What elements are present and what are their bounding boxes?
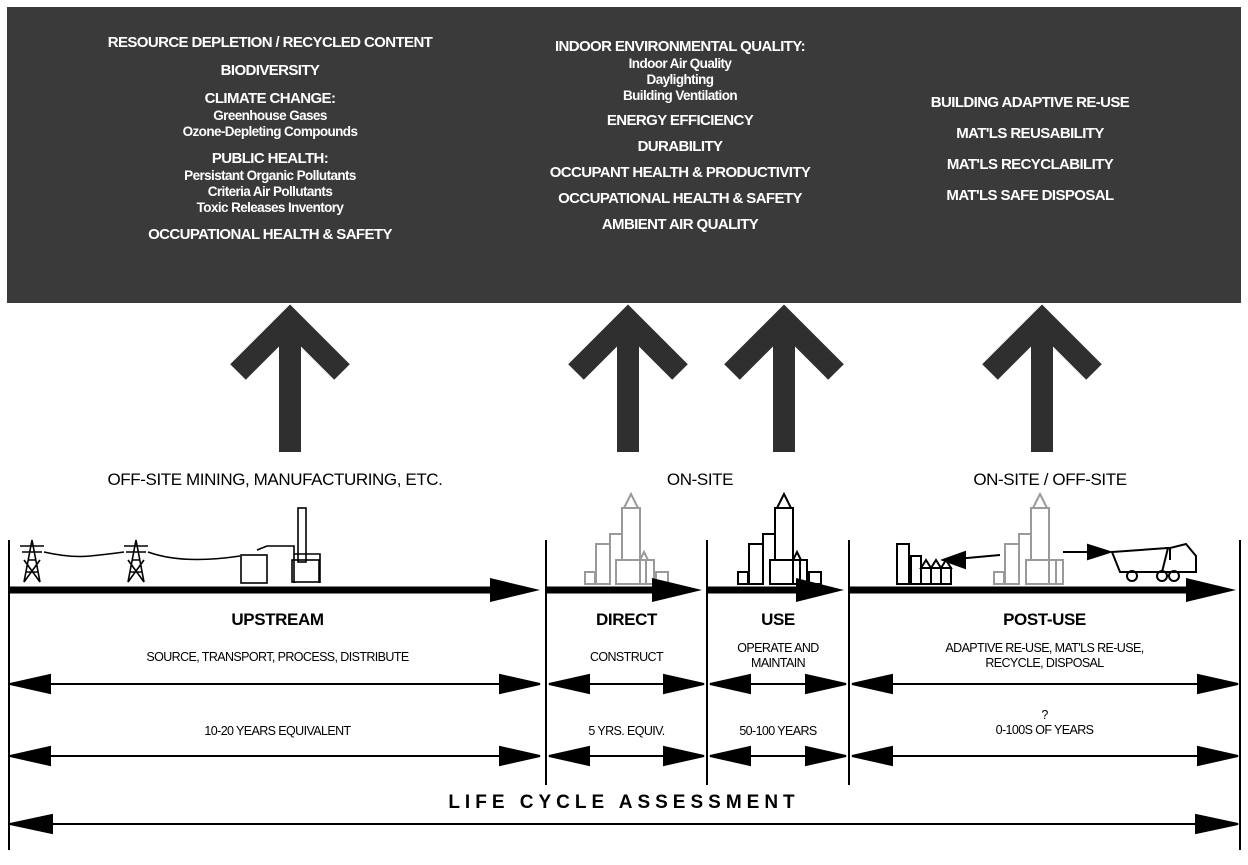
upstream-impact-item: PUBLIC HEALTH: [211, 150, 329, 167]
duration-postuse-line2: 0-100S OF YEARS [995, 723, 1094, 737]
phase-title-use: USE [761, 610, 795, 629]
upstream-impact-item: Toxic Releases Inventory [196, 200, 344, 215]
phase-desc-direct: CONSTRUCT [589, 650, 664, 664]
impact-arrow-use [724, 304, 844, 452]
phase-desc-postuse-line2: RECYCLE, DISPOSAL [985, 656, 1104, 670]
upstream-impact-item: Ozone-Depleting Compounds [182, 124, 358, 139]
dump-truck-icon [1063, 542, 1197, 582]
postuse-impact-item: BUILDING ADAPTIVE RE-USE [930, 94, 1130, 111]
onsite-impact-item: Daylighting [646, 72, 715, 87]
phase-title-upstream: UPSTREAM [231, 610, 324, 629]
onsite-impact-item: ENERGY EFFICIENCY [606, 112, 754, 129]
duration-postuse: ? 0-100S OF YEARS [849, 708, 1240, 738]
postuse-impacts-list: BUILDING ADAPTIVE RE-USE MAT'LS REUSABILI… [880, 94, 1180, 218]
postuse-impact-item: MAT'LS RECYCLABILITY [946, 156, 1114, 173]
duration-use: 50-100 YEARS [739, 724, 817, 738]
upstream-impact-item: Criteria Air Pollutants [207, 184, 333, 199]
timeline-arrows [9, 578, 1236, 602]
construction-buildings-icon [584, 491, 669, 585]
onsite-impact-item: OCCUPANT HEALTH & PRODUCTIVITY [549, 164, 811, 181]
onsite-impact-item: Building Ventilation [623, 88, 738, 103]
phase-title-postuse: POST-USE [1003, 610, 1086, 629]
onsite-impacts-list: INDOOR ENVIRONMENTAL QUALITY:Indoor Air … [500, 38, 860, 234]
onsite-impact-item: Indoor Air Quality [628, 56, 732, 71]
duration-postuse-line1: ? [1041, 708, 1048, 722]
reused-buildings-icon [993, 491, 1064, 585]
upstream-impact-item: OCCUPATIONAL HEALTH & SAFETY [148, 226, 392, 243]
power-line-factory-icon [20, 507, 321, 584]
region-label-onsite: ON-SITE [666, 470, 734, 489]
phase-desc-use-line1: OPERATE AND [737, 641, 819, 655]
phase-desc-postuse: ADAPTIVE RE-USE, MAT'LS RE-USE, RECYCLE,… [849, 641, 1240, 671]
occupied-buildings-icon [737, 491, 822, 585]
impacts-panel [7, 7, 1241, 303]
onsite-impact-item: DURABILITY [637, 138, 723, 155]
impact-arrow-direct [568, 304, 688, 452]
phase-desc-use-line2: MAINTAIN [751, 656, 806, 670]
duration-direct: 5 YRS. EQUIV. [588, 724, 665, 738]
onsite-impact-item: OCCUPATIONAL HEALTH & SAFETY [558, 190, 802, 207]
upstream-impacts-list: RESOURCE DEPLETION / RECYCLED CONTENT BIO… [40, 34, 500, 244]
impact-arrow-upstream [230, 304, 350, 452]
region-label-onsite-offsite: ON-SITE / OFF-SITE [973, 470, 1127, 489]
postuse-impact-item: MAT'LS REUSABILITY [956, 125, 1104, 142]
impact-arrow-postuse [982, 304, 1102, 452]
upstream-impact-item: RESOURCE DEPLETION / RECYCLED CONTENT [107, 34, 433, 51]
phase-desc-upstream: SOURCE, TRANSPORT, PROCESS, DISTRIBUTE [146, 650, 409, 664]
upstream-impact-item: CLIMATE CHANGE: [204, 90, 336, 107]
phase-desc-postuse-line1: ADAPTIVE RE-USE, MAT'LS RE-USE, [945, 641, 1144, 655]
lca-title: LIFE CYCLE ASSESSMENT [448, 792, 800, 813]
upstream-impact-item: BIODIVERSITY [220, 62, 320, 79]
onsite-impact-item: AMBIENT AIR QUALITY [601, 216, 759, 233]
upstream-impact-item: Persistant Organic Pollutants [184, 168, 356, 183]
span-arrows [9, 673, 1239, 835]
demolition-recycle-icon [896, 543, 1001, 585]
phase-title-direct: DIRECT [596, 610, 657, 629]
duration-upstream: 10-20 YEARS EQUIVALENT [204, 724, 351, 738]
onsite-impact-item: INDOOR ENVIRONMENTAL QUALITY: [554, 38, 806, 55]
postuse-impact-item: MAT'LS SAFE DISPOSAL [946, 187, 1114, 204]
upstream-impact-item: Greenhouse Gases [213, 108, 327, 123]
region-label-offsite: OFF-SITE MINING, MANUFACTURING, ETC. [107, 470, 443, 489]
phase-desc-use: OPERATE AND MAINTAIN [707, 641, 849, 671]
